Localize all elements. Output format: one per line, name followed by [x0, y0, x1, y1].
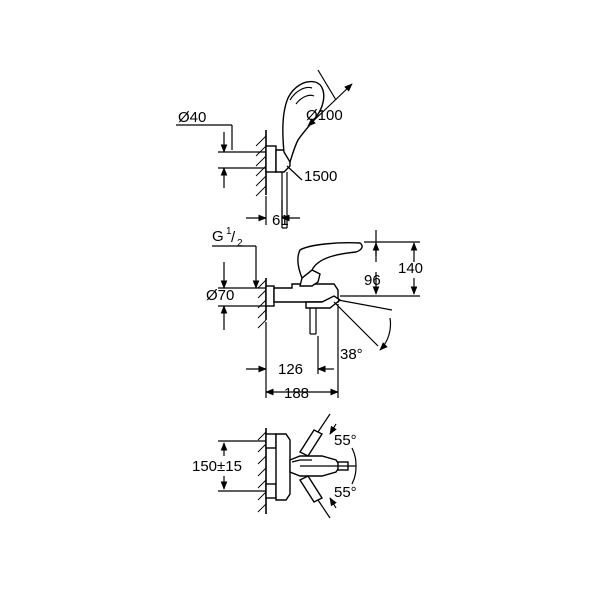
- rotation-bottom: [298, 475, 324, 503]
- dim-140: 140: [398, 260, 423, 277]
- dim-dia70: Ø70: [206, 287, 234, 304]
- dim-55deg-top: 55°: [334, 432, 357, 449]
- dim-dia40: Ø40: [178, 109, 206, 126]
- view-mixer-front: 150±15 55° 55°: [192, 413, 357, 519]
- rotation-top: [298, 429, 324, 457]
- wall-bracket: [265, 145, 277, 173]
- dim-150-15: 150±15: [192, 458, 242, 475]
- connection-top: [265, 433, 277, 449]
- dim-126: 126: [278, 361, 303, 378]
- dim-thread-g: G: [212, 228, 224, 245]
- wall-escutcheon: [265, 285, 275, 307]
- mixer-body-front: [275, 433, 291, 501]
- dim-188: 188: [284, 385, 309, 402]
- view-hand-shower: Ø40 Ø100 1500 61: [176, 69, 353, 229]
- connection-bottom: [265, 483, 277, 499]
- mixer-lever: [297, 242, 363, 280]
- wall-hatching-2: [257, 278, 267, 329]
- dim-61: 61: [272, 212, 289, 229]
- mixer-body: [273, 283, 339, 303]
- dim-55deg-bottom: 55°: [334, 484, 357, 501]
- view-mixer-side: G 1 / 2 Ø70: [206, 226, 423, 402]
- dim-thread-den: 2: [237, 238, 243, 249]
- svg-text:/: /: [231, 229, 236, 246]
- dim-96: 96: [364, 272, 381, 289]
- dim-thread-num: 1: [226, 226, 232, 237]
- dim-dia100: Ø100: [306, 107, 343, 124]
- dim-1500: 1500: [304, 168, 337, 185]
- wall-hatching-1: [255, 130, 267, 197]
- dim-38deg: 38°: [340, 346, 363, 363]
